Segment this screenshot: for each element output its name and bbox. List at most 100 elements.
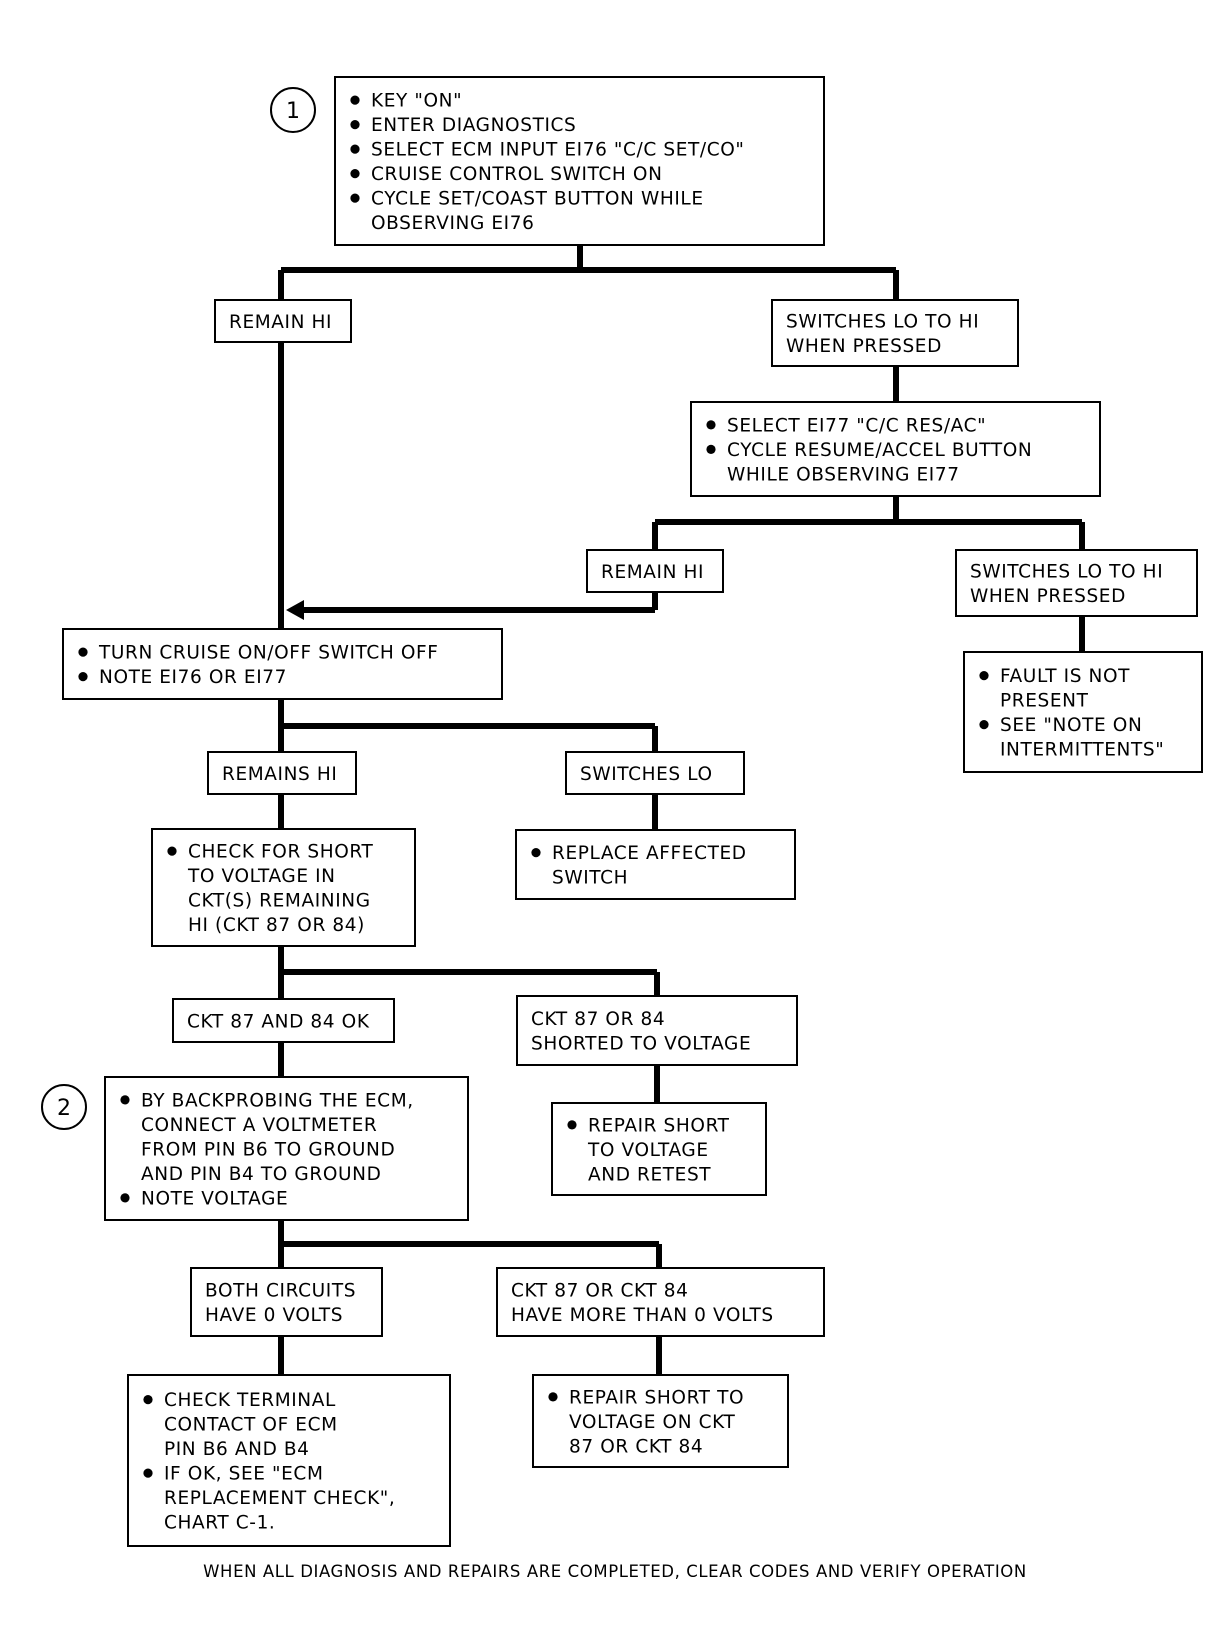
bullet-dot [567, 1120, 577, 1130]
node-text: WHEN PRESSED [786, 336, 942, 357]
node-box [690, 401, 1101, 497]
node-box [151, 828, 416, 947]
node-text: AND RETEST [588, 1164, 711, 1185]
node-box [104, 1076, 469, 1221]
node-text: FAULT IS NOT [1000, 666, 1130, 687]
node-box [127, 1374, 451, 1547]
node-text: BOTH CIRCUITS [205, 1281, 356, 1302]
node-text: SELECT ECM INPUT EI76 "C/C SET/CO" [371, 140, 745, 161]
bullet-dot [120, 1095, 130, 1105]
node-text: CYCLE SET/COAST BUTTON WHILE [371, 189, 704, 210]
node-backprobe: BY BACKPROBING THE ECM, CONNECT A VOLTMET… [104, 1076, 469, 1221]
node-fault-not-present: FAULT IS NOT PRESENT SEE "NOTE ON INTERMITT… [963, 651, 1203, 773]
step-markers: 12 [41, 87, 316, 1130]
node-text: FROM PIN B6 TO GROUND [141, 1139, 395, 1160]
node-text: SWITCHES LO TO HI [786, 312, 979, 333]
step-marker-circle [270, 87, 316, 133]
node-text: TURN CRUISE ON/OFF SWITCH OFF [98, 643, 439, 664]
node-text: REPAIR SHORT TO [569, 1387, 744, 1408]
node-turn-cruise-off: TURN CRUISE ON/OFF SWITCH OFF NOTE EI76 O… [62, 628, 503, 700]
node-switches-lo-hi-1: SWITCHES LO TO HI WHEN PRESSED [771, 299, 1019, 367]
node-text: VOLTAGE ON CKT [569, 1412, 735, 1433]
step-marker-2: 2 [41, 1084, 87, 1130]
node-text: CONTACT OF ECM [164, 1415, 338, 1436]
node-text: REPLACEMENT CHECK", [164, 1488, 395, 1509]
step-marker-1: 1 [270, 87, 316, 133]
bullet-dot [350, 193, 360, 203]
node-box [214, 299, 352, 343]
node-box [586, 549, 724, 593]
node-text: HAVE MORE THAN 0 VOLTS [511, 1305, 774, 1326]
node-text: CRUISE CONTROL SWITCH ON [371, 164, 663, 185]
node-text: REMAINS HI [222, 764, 337, 785]
bullet-dot [143, 1395, 153, 1405]
node-box [963, 651, 1203, 773]
flowchart-connectors [278, 245, 1085, 1375]
node-text: CKT 87 AND 84 OK [187, 1011, 370, 1032]
node-text: AND PIN B4 TO GROUND [141, 1164, 381, 1185]
node-box [172, 998, 395, 1043]
bullet-dot [78, 672, 88, 682]
node-box [190, 1267, 383, 1337]
node-box [496, 1267, 825, 1337]
node-switches-lo: SWITCHES LO [565, 751, 745, 795]
node-text: CKT 87 OR 84 [531, 1009, 665, 1030]
node-text: TO VOLTAGE IN [187, 866, 336, 887]
node-box [771, 299, 1019, 367]
node-text: NOTE EI76 OR EI77 [99, 667, 287, 688]
node-box [62, 628, 503, 700]
bullet-dot [167, 846, 177, 856]
bullet-dot [979, 720, 989, 730]
node-text: SHORTED TO VOLTAGE [531, 1034, 751, 1055]
bullet-dot [350, 169, 360, 179]
node-text: CONNECT A VOLTMETER [141, 1115, 377, 1136]
node-text: BY BACKPROBING THE ECM, [141, 1090, 414, 1111]
node-text: SEE "NOTE ON [1000, 715, 1142, 736]
bullet-dot [531, 848, 541, 858]
node-text: OBSERVING EI76 [371, 213, 534, 234]
node-text: SWITCHES LO TO HI [970, 562, 1163, 583]
node-ckt-shorted: CKT 87 OR 84 SHORTED TO VOLTAGE [516, 995, 798, 1066]
node-select-e177: SELECT EI77 "C/C RES/AC"CYCLE RESUME/ACC… [690, 401, 1101, 497]
node-text: SELECT EI77 "C/C RES/AC" [727, 415, 986, 436]
node-text: KEY "ON" [371, 91, 462, 112]
bullet-dot [706, 420, 716, 430]
node-remain-hi-2: REMAIN HI [586, 549, 724, 593]
node-box [551, 1102, 767, 1196]
bullet-dot [548, 1392, 558, 1402]
node-box [515, 829, 796, 900]
step-number: 1 [286, 99, 300, 124]
step-number: 2 [57, 1096, 71, 1121]
node-remain-hi-1: REMAIN HI [214, 299, 352, 343]
node-text: INTERMITTENTS" [1000, 740, 1164, 761]
bullet-dot [979, 671, 989, 681]
node-ckt-ok: CKT 87 AND 84 OK [172, 998, 395, 1043]
node-box [516, 995, 798, 1066]
node-text: PRESENT [1000, 691, 1089, 712]
node-box [207, 751, 357, 795]
node-text: REPLACE AFFECTED [552, 843, 747, 864]
node-text: WHILE OBSERVING EI77 [727, 464, 960, 485]
arrowhead-icon [286, 600, 304, 620]
bullet-dot [350, 95, 360, 105]
node-text: IF OK, SEE "ECM [164, 1464, 324, 1485]
bullet-dot [143, 1468, 153, 1478]
bullet-dot [78, 647, 88, 657]
node-check-short: CHECK FOR SHORT TO VOLTAGE IN CKT(S) REMAI… [151, 828, 416, 947]
node-text: REMAIN HI [229, 312, 332, 333]
node-text: HAVE 0 VOLTS [205, 1305, 343, 1326]
node-box [334, 76, 825, 246]
node-text: CKT 87 OR CKT 84 [511, 1281, 688, 1302]
bullet-dot [706, 444, 716, 454]
node-text: CKT(S) REMAINING [188, 891, 371, 912]
node-text: CHECK FOR SHORT [188, 842, 374, 863]
footer-note: WHEN ALL DIAGNOSIS AND REPAIRS ARE COMPL… [203, 1562, 1027, 1581]
node-text: CHART C-1. [164, 1513, 275, 1534]
